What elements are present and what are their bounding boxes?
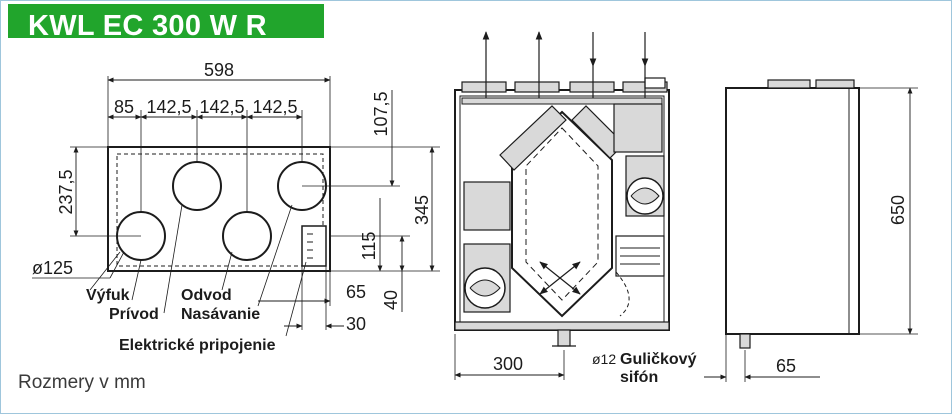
duct-odvod bbox=[172, 161, 222, 211]
front-housing bbox=[107, 146, 331, 272]
dim-lower: 115 bbox=[359, 232, 379, 261]
internal-view-text: 300 ø12 Guličkový sifón bbox=[493, 351, 697, 386]
front-view-text: 598 85 142,5 142,5 142,5 237,5 107,5 345… bbox=[32, 60, 432, 354]
electrical-box bbox=[301, 225, 327, 267]
diagram-title: KWL EC 300 W R bbox=[28, 10, 267, 42]
drain-label-line2: sifón bbox=[620, 369, 658, 386]
dim-right-65: 65 bbox=[346, 282, 366, 302]
dim-seg-2: 142,5 bbox=[146, 97, 191, 117]
side-view-text: 650 65 bbox=[776, 195, 908, 376]
spigot-1 bbox=[461, 81, 507, 93]
side-view bbox=[704, 79, 918, 382]
units-caption: Rozmery v mm bbox=[18, 372, 146, 393]
dim-depth: 300 bbox=[493, 354, 523, 374]
dim-total-width: 598 bbox=[204, 60, 234, 80]
dim-seg-1: 85 bbox=[114, 97, 134, 117]
spigot-2 bbox=[514, 81, 560, 93]
dim-side-65: 65 bbox=[776, 356, 796, 376]
side-housing bbox=[725, 87, 860, 335]
dim-right-30: 30 bbox=[346, 314, 366, 334]
label-elektricke-pripojenie: Elektrické pripojenie bbox=[119, 337, 276, 354]
internal-view bbox=[454, 31, 670, 380]
dim-height: 650 bbox=[888, 195, 908, 225]
side-drain bbox=[739, 333, 751, 349]
dim-seg-4: 142,5 bbox=[252, 97, 297, 117]
drain-pipe bbox=[557, 329, 571, 347]
front-view bbox=[32, 76, 440, 337]
label-vyfuk: Výfuk bbox=[86, 287, 130, 304]
front-inner-dashed bbox=[116, 153, 324, 267]
drain-label-line1: Guličkový bbox=[620, 351, 697, 368]
dim-inner-height: 345 bbox=[412, 195, 432, 225]
dim-diameter: ø125 bbox=[32, 258, 73, 278]
drain-diameter: ø12 bbox=[592, 351, 616, 367]
label-nasavanie: Nasávanie bbox=[181, 306, 260, 323]
dim-bottom: 40 bbox=[381, 290, 401, 310]
label-privod: Prívod bbox=[109, 306, 159, 323]
label-odvod: Odvod bbox=[181, 287, 232, 304]
dim-left-height: 237,5 bbox=[56, 169, 76, 214]
spigot-3 bbox=[569, 81, 615, 93]
dim-top-offset: 107,5 bbox=[371, 91, 391, 136]
title-bar: KWL EC 300 W R bbox=[8, 4, 324, 42]
dim-seg-3: 142,5 bbox=[199, 97, 244, 117]
duct-nasavanie bbox=[222, 211, 272, 261]
